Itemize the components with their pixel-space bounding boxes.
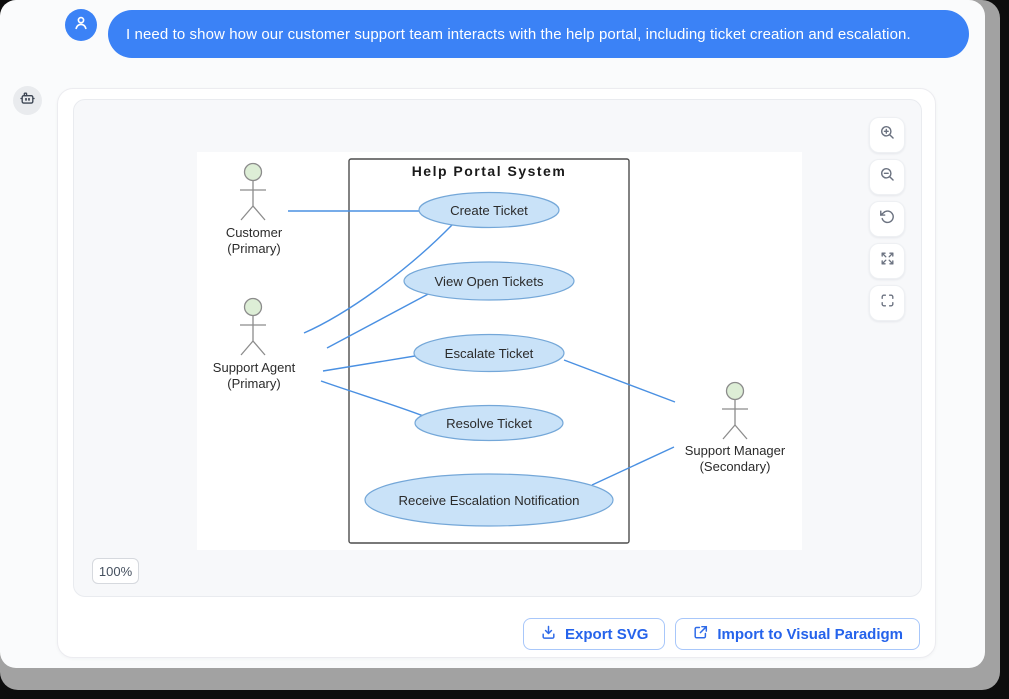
association-escalate-manager — [563, 359, 676, 403]
usecase-label: Escalate Ticket — [445, 346, 534, 361]
actor-customer — [240, 162, 266, 221]
zoom-in-icon — [878, 123, 897, 147]
expand-button[interactable] — [869, 243, 905, 279]
zoom-level-badge: 100% — [92, 558, 139, 584]
reset-view-icon — [879, 208, 896, 230]
usecase-label: Create Ticket — [450, 203, 528, 218]
association-agent-resolve-ticket — [320, 380, 427, 418]
usecase-receive-escalation-notification — [364, 473, 614, 527]
external-link-icon — [692, 624, 709, 645]
footer-actions: Export SVG Import to Visual Paradigm — [523, 618, 920, 650]
avatar — [65, 9, 97, 41]
usecase-label: Receive Escalation Notification — [398, 493, 579, 508]
diagram-viewer-panel: Help Portal System — [73, 99, 922, 597]
fullscreen-icon — [879, 292, 896, 314]
zoom-level-text: 100% — [98, 563, 133, 579]
zoom-out-button[interactable] — [869, 159, 905, 195]
zoom-out-icon — [878, 165, 897, 189]
viewer-controls — [869, 117, 905, 321]
fullscreen-button[interactable] — [869, 285, 905, 321]
usecase-escalate-ticket — [413, 333, 565, 373]
user-message-text: I need to show how our customer support … — [126, 25, 911, 43]
system-title: Help Portal System — [412, 163, 567, 179]
actor-name: Support Manager — [685, 443, 786, 458]
person-icon — [71, 13, 91, 38]
import-to-visual-paradigm-button[interactable]: Import to Visual Paradigm — [675, 618, 920, 650]
export-svg-label: Export SVG — [565, 625, 649, 643]
expand-icon — [879, 250, 896, 272]
usecase-resolve-ticket — [414, 404, 564, 442]
association-agent-create-ticket — [303, 224, 453, 334]
zoom-in-button[interactable] — [869, 117, 905, 153]
actor-support-agent — [240, 297, 266, 356]
actor-name: Support Agent — [213, 360, 296, 375]
avatar — [13, 86, 42, 115]
use-case-diagram-canvas[interactable]: Help Portal System — [197, 152, 802, 550]
reset-view-button[interactable] — [869, 201, 905, 237]
actor-role: (Primary) — [227, 376, 280, 391]
association-notification-manager — [591, 446, 675, 486]
usecase-view-open-tickets — [403, 261, 575, 301]
import-to-visual-paradigm-label: Import to Visual Paradigm — [717, 625, 903, 643]
actor-name: Customer — [226, 225, 283, 240]
export-svg-button[interactable]: Export SVG — [523, 618, 666, 650]
actor-role: (Secondary) — [700, 459, 771, 474]
association-agent-escalate-ticket — [322, 354, 422, 372]
usecase-label: View Open Tickets — [435, 274, 544, 289]
actor-role: (Primary) — [227, 241, 280, 256]
assistant-response-card: Help Portal System — [57, 88, 936, 658]
actor-support-manager — [722, 381, 748, 440]
usecase-create-ticket — [418, 191, 560, 229]
download-icon — [540, 624, 557, 645]
usecase-label: Resolve Ticket — [446, 416, 532, 431]
robot-icon — [19, 90, 36, 112]
association-agent-view-open-tickets — [326, 291, 433, 349]
user-message-bubble: I need to show how our customer support … — [108, 10, 969, 58]
chat-page: I need to show how our customer support … — [0, 0, 985, 668]
